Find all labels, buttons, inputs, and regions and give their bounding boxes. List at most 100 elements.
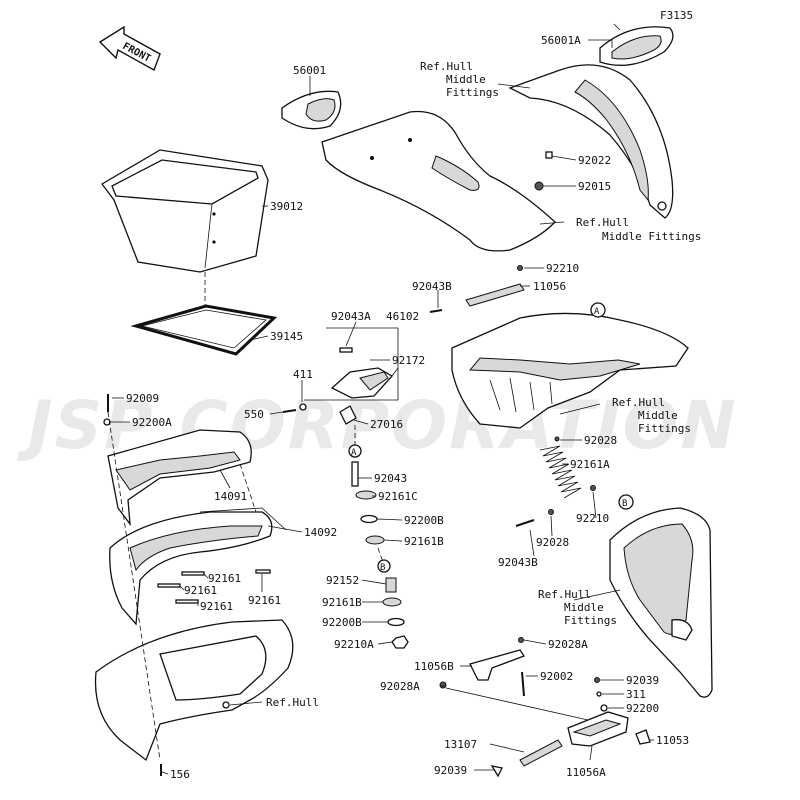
label-14092: 14092 (304, 526, 337, 539)
part-92039-screw-bottom (490, 765, 503, 778)
callout-B-marker: B (377, 559, 391, 573)
callout-B-marker-hull: B (618, 494, 634, 510)
part-92210A-nut (391, 635, 409, 649)
part-92161C-damper (355, 490, 377, 500)
label-92028-mid: 92028 (536, 536, 569, 549)
ref-hull-mid-4-line3: Fittings (564, 614, 617, 627)
ref-hull-mid-2-line2: Middle Fittings (602, 230, 701, 243)
part-92028A-bolt-bottom (439, 681, 447, 689)
ref-hull: Ref.Hull (266, 696, 319, 709)
label-92161B-top: 92161B (404, 535, 444, 548)
ref-hull-mid-3-line1: Ref.Hull (612, 396, 665, 409)
part-92210-nut-top (517, 265, 523, 271)
label-11053: 11053 (656, 734, 689, 747)
label-11056B: 11056B (414, 660, 454, 673)
label-92161-d: 92161 (248, 594, 281, 607)
svg-text:B: B (380, 563, 385, 573)
label-92161-c: 92161 (200, 600, 233, 613)
label-92028A-top: 92028A (548, 638, 588, 651)
label-92161-a: 92161 (208, 572, 241, 585)
ref-hull-mid-1-line1: Ref.Hull (420, 60, 473, 73)
svg-text:A: A (351, 448, 357, 458)
ref-hull-mid-4-line1: Ref.Hull (538, 588, 591, 601)
label-311: 311 (626, 688, 646, 701)
ref-hull-mid-1-line3: Fittings (446, 86, 499, 99)
label-11056: 11056 (533, 280, 566, 293)
label-92043: 92043 (374, 472, 407, 485)
part-14092-cover[interactable] (109, 507, 287, 626)
label-92043B-bottom: 92043B (498, 556, 538, 569)
label-27016: 27016 (370, 418, 403, 431)
part-92161B-damper-top (365, 535, 385, 545)
leader-lines (110, 23, 654, 775)
svg-text:B: B (622, 499, 627, 509)
part-92039-screw-top (594, 677, 600, 683)
ref-hull-front (94, 619, 294, 762)
part-13107-rod (519, 739, 563, 767)
reference-labels: Ref.Hull Middle Fittings Ref.Hull Middle… (266, 60, 701, 709)
label-39012: 39012 (270, 200, 303, 213)
part-11056A-latch-bracket[interactable] (567, 711, 629, 747)
label-11056A: 11056A (566, 766, 606, 779)
part-92161-damper-d (255, 569, 271, 574)
label-56001A: 56001A (541, 34, 581, 47)
label-92039-bottom: 92039 (434, 764, 467, 777)
label-92022: 92022 (578, 154, 611, 167)
ref-hull-mid-3-line3: Fittings (638, 422, 691, 435)
part-92028A-bolt-top (518, 637, 524, 643)
part-11053-stopper (635, 729, 651, 745)
callout-A-marker-hull: A (590, 302, 606, 318)
label-92161B-bottom: 92161B (322, 596, 362, 609)
part-92161-damper-c (175, 599, 199, 604)
label-92152: 92152 (326, 574, 359, 587)
label-13107: 13107 (444, 738, 477, 751)
part-92022-washer (545, 151, 553, 159)
part-56001-mirror[interactable] (281, 90, 342, 130)
part-46102-latch-assembly[interactable] (330, 347, 394, 425)
label-46102: 46102 (386, 310, 419, 323)
label-92200A: 92200A (132, 416, 172, 429)
label-92009: 92009 (126, 392, 159, 405)
svg-text:A: A (594, 307, 600, 317)
left-middle-fitting-panel (321, 110, 556, 252)
part-92200B-washer-bottom (387, 617, 405, 627)
label-92161A: 92161A (570, 458, 610, 471)
part-92161A-spring (539, 445, 582, 499)
part-56001A-mirror[interactable] (599, 26, 674, 66)
label-92200B-bottom: 92200B (322, 616, 362, 629)
ref-hull-middle-fitting-A (451, 312, 689, 429)
diagram-code: F3135 (660, 9, 693, 22)
part-11056B-bracket (469, 649, 525, 681)
ref-hull-mid-1-line2: Middle (446, 73, 486, 86)
ref-hull-middle-fitting-B (609, 507, 713, 698)
part-14091-cover[interactable] (107, 429, 252, 527)
ref-hull-mid-2-line1: Ref.Hull (576, 216, 629, 229)
label-56001: 56001 (293, 64, 326, 77)
part-92152-collar (385, 577, 397, 593)
part-92161B-damper-bottom (382, 597, 402, 607)
part-311-washer (596, 691, 602, 697)
label-92028A-bottom: 92028A (380, 680, 420, 693)
label-92002: 92002 (540, 670, 573, 683)
label-92161-b: 92161 (184, 584, 217, 597)
part-39012-storage-bin[interactable] (101, 149, 269, 273)
ref-hull-mid-4-line2: Middle (564, 601, 604, 614)
label-92028-top: 92028 (584, 434, 617, 447)
label-92210-mid: 92210 (576, 512, 609, 525)
label-411: 411 (293, 368, 313, 381)
label-92210-top: 92210 (546, 262, 579, 275)
part-39145-seal (130, 304, 278, 356)
label-92210A: 92210A (334, 638, 374, 651)
callout-A-marker: A (348, 444, 362, 458)
label-92039-top: 92039 (626, 674, 659, 687)
part-550-pin (282, 409, 297, 413)
part-92015-nut (534, 181, 544, 191)
right-middle-fitting-panel (508, 64, 674, 219)
label-14091: 14091 (214, 490, 247, 503)
label-92043A: 92043A (331, 310, 371, 323)
label-92172: 92172 (392, 354, 425, 367)
part-92043-pin (351, 461, 359, 487)
part-92043B-pin-bottom (515, 519, 535, 527)
